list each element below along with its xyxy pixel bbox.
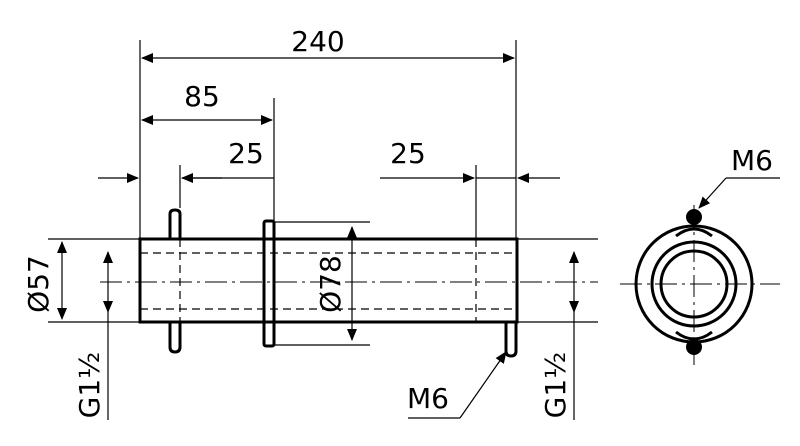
pin-head-bottom — [686, 339, 702, 355]
dimension-diameter-57-left: Ø57 — [22, 238, 140, 323]
dimension-85: 85 — [141, 80, 273, 125]
dimension-25-right: 25 — [380, 137, 560, 183]
dimension-label-240: 240 — [291, 25, 344, 58]
dimension-thread-right: G1½ — [517, 238, 598, 420]
callout-label-m6-bottom: M6 — [407, 382, 449, 415]
dimension-25-left: 25 — [98, 137, 274, 183]
pin-head-top — [686, 209, 702, 225]
dimension-diameter-78: Ø78 — [314, 226, 357, 341]
dimension-label-25-left: 25 — [228, 137, 264, 170]
end-view — [620, 205, 780, 365]
callout-m6-end-view: M6 — [698, 144, 780, 209]
dimension-thread-left: G1½ — [73, 251, 113, 420]
callout-m6-bottom: M6 — [407, 351, 507, 419]
extension-lines — [139, 40, 517, 238]
dimension-label-25-right: 25 — [390, 137, 426, 170]
pin-top-left — [168, 208, 182, 239]
pin-bottom-left — [168, 322, 182, 354]
dimension-label-thread-right: G1½ — [539, 352, 572, 419]
dimension-240: 240 — [141, 25, 515, 63]
dimension-label-thread-left: G1½ — [73, 352, 106, 419]
dimension-label-85: 85 — [184, 80, 220, 113]
dimension-label-diameter-57: Ø57 — [22, 255, 55, 313]
flange — [262, 219, 370, 348]
callout-label-m6-end-view: M6 — [731, 144, 773, 177]
pipe-body — [100, 237, 598, 324]
pin-bottom-right — [504, 322, 518, 358]
dimension-label-diameter-78: Ø78 — [314, 255, 347, 313]
